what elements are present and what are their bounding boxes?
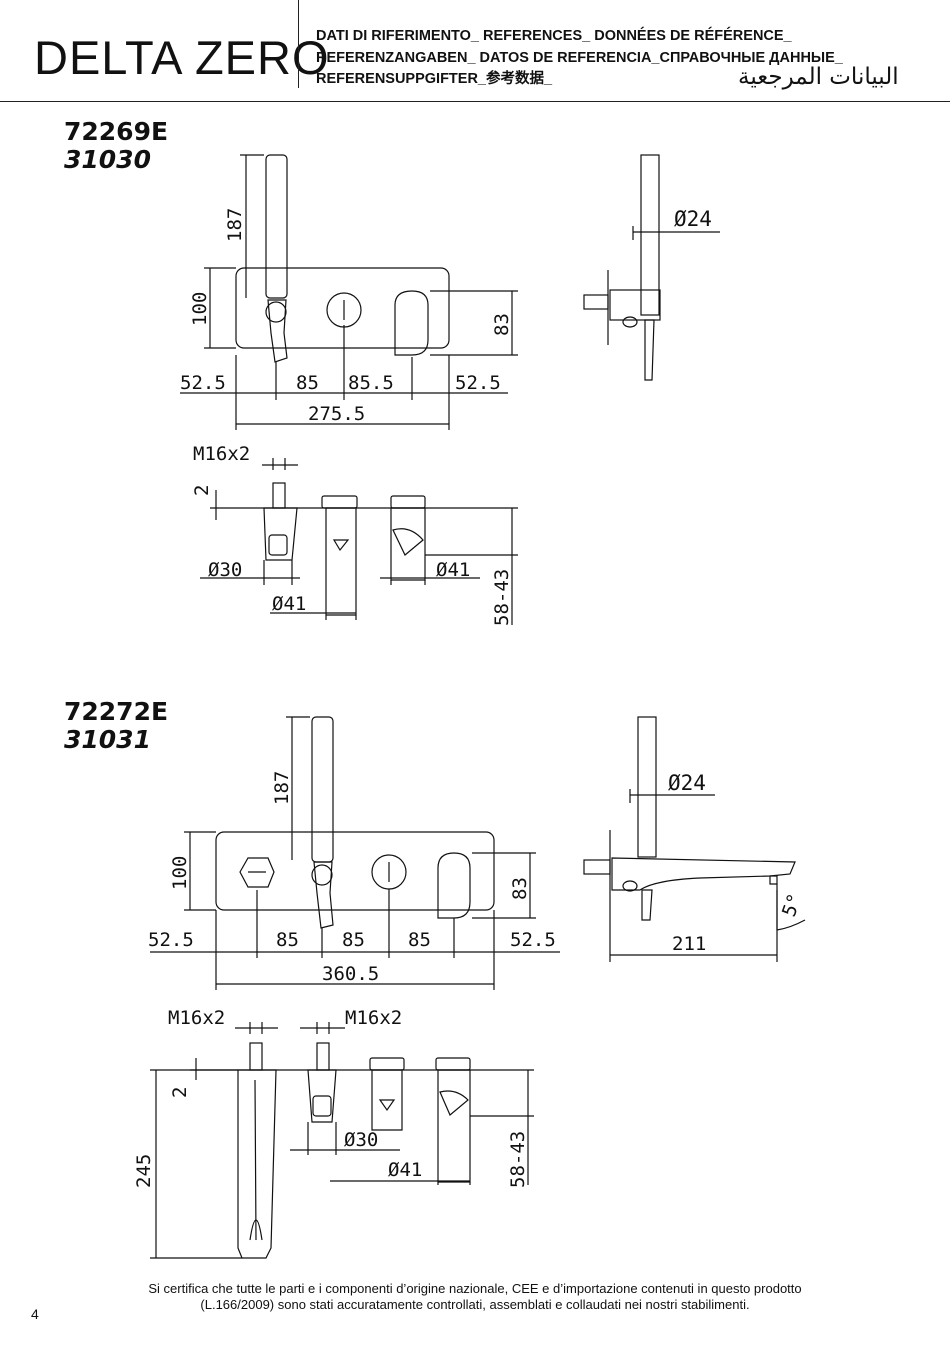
- p1-spacing-3: 85.5: [348, 372, 394, 394]
- p1-total-width: 275.5: [308, 403, 365, 425]
- certification-line-2: (L.166/2009) sono stati accuratamente co…: [200, 1297, 750, 1312]
- p2-shower-height: 187: [271, 771, 293, 805]
- certification-note: Si certifica che tutte le parti e i comp…: [60, 1281, 890, 1313]
- p1-side-view: [583, 154, 720, 381]
- header-rule: [0, 101, 950, 102]
- p1-shower-height: 187: [224, 208, 246, 242]
- p1-thread: M16x2: [193, 443, 250, 465]
- references-line-3: REFERENSUPPGIFTER_参考数据_: [316, 71, 553, 87]
- product-code-2-main: 72272E: [64, 697, 169, 726]
- p2-angle: 5°: [778, 891, 807, 920]
- p1-spout-height: 83: [491, 313, 513, 336]
- p2-spacing-1: 52.5: [148, 929, 194, 951]
- p1-plate-height: 100: [189, 292, 211, 326]
- p2-spacing-2: 85: [276, 929, 299, 951]
- p2-total-depth: 245: [133, 1154, 155, 1188]
- p1-plate-offset: 2: [191, 485, 213, 496]
- product-code-2: 72272E 31031: [64, 698, 168, 754]
- p2-front-view: [150, 716, 560, 990]
- p1-labels: 187 100 83 52.5 85 85.5 52.5 275.5 Ø24 M…: [180, 207, 712, 626]
- p1-front-view: [180, 154, 518, 430]
- p2-spacing-4: 85: [408, 929, 431, 951]
- product-code-1-main: 72269E: [64, 117, 169, 146]
- brand-logo: DELTA ZERO: [34, 31, 330, 84]
- p1-spacing-4: 52.5: [455, 372, 501, 394]
- p1-top-view: [200, 458, 518, 625]
- p2-labels: 187 100 83 52.5 85 85 85 52.5 360.5 Ø24 …: [133, 771, 807, 1188]
- p2-side-view: [583, 716, 806, 962]
- p2-diameter-small: Ø30: [344, 1129, 378, 1151]
- product-code-1: 72269E 31030: [64, 118, 168, 174]
- p2-diameter-spout: Ø41: [388, 1159, 422, 1181]
- references-line-2: REFERENZANGABEN_ DATOS DE REFERENCIA_СПР…: [316, 49, 843, 66]
- p2-thread-2: M16x2: [345, 1007, 402, 1029]
- p2-thread-1: M16x2: [168, 1007, 225, 1029]
- p2-depth-range: 58-43: [507, 1131, 529, 1188]
- p1-diameter-knob: Ø41: [272, 593, 306, 615]
- p2-spacing-3: 85: [342, 929, 365, 951]
- page-number: 4: [31, 1306, 39, 1322]
- header-divider: [298, 0, 299, 88]
- p1-spacing-1: 52.5: [180, 372, 226, 394]
- p1-diameter-spout: Ø41: [436, 559, 470, 581]
- p1-depth-range: 58-43: [491, 569, 513, 626]
- p2-total-width: 360.5: [322, 963, 379, 985]
- p1-spacing-2: 85: [296, 372, 319, 394]
- p1-hose-diameter: Ø24: [674, 207, 712, 231]
- p2-spout-projection: 211: [672, 933, 706, 955]
- p2-top-view: [150, 1022, 534, 1259]
- p2-spout-height: 83: [509, 877, 531, 900]
- p2-hose-diameter: Ø24: [668, 771, 706, 795]
- p2-plate-offset: 2: [169, 1087, 191, 1098]
- certification-line-1: Si certifica che tutte le parti e i comp…: [148, 1281, 802, 1296]
- p2-plate-height: 100: [169, 856, 191, 890]
- product-code-2-alt: 31031: [64, 725, 151, 754]
- product-code-1-alt: 31030: [64, 145, 151, 174]
- references-heading: DATI DI RIFERIMENTO_ REFERENCES_ DONNÉES…: [316, 26, 843, 91]
- references-arabic: البيانات المرجعية: [738, 64, 899, 90]
- p1-diameter-small: Ø30: [208, 559, 242, 581]
- p2-spacing-5: 52.5: [510, 929, 556, 951]
- references-line-1: DATI DI RIFERIMENTO_ REFERENCES_ DONNÉES…: [316, 28, 792, 44]
